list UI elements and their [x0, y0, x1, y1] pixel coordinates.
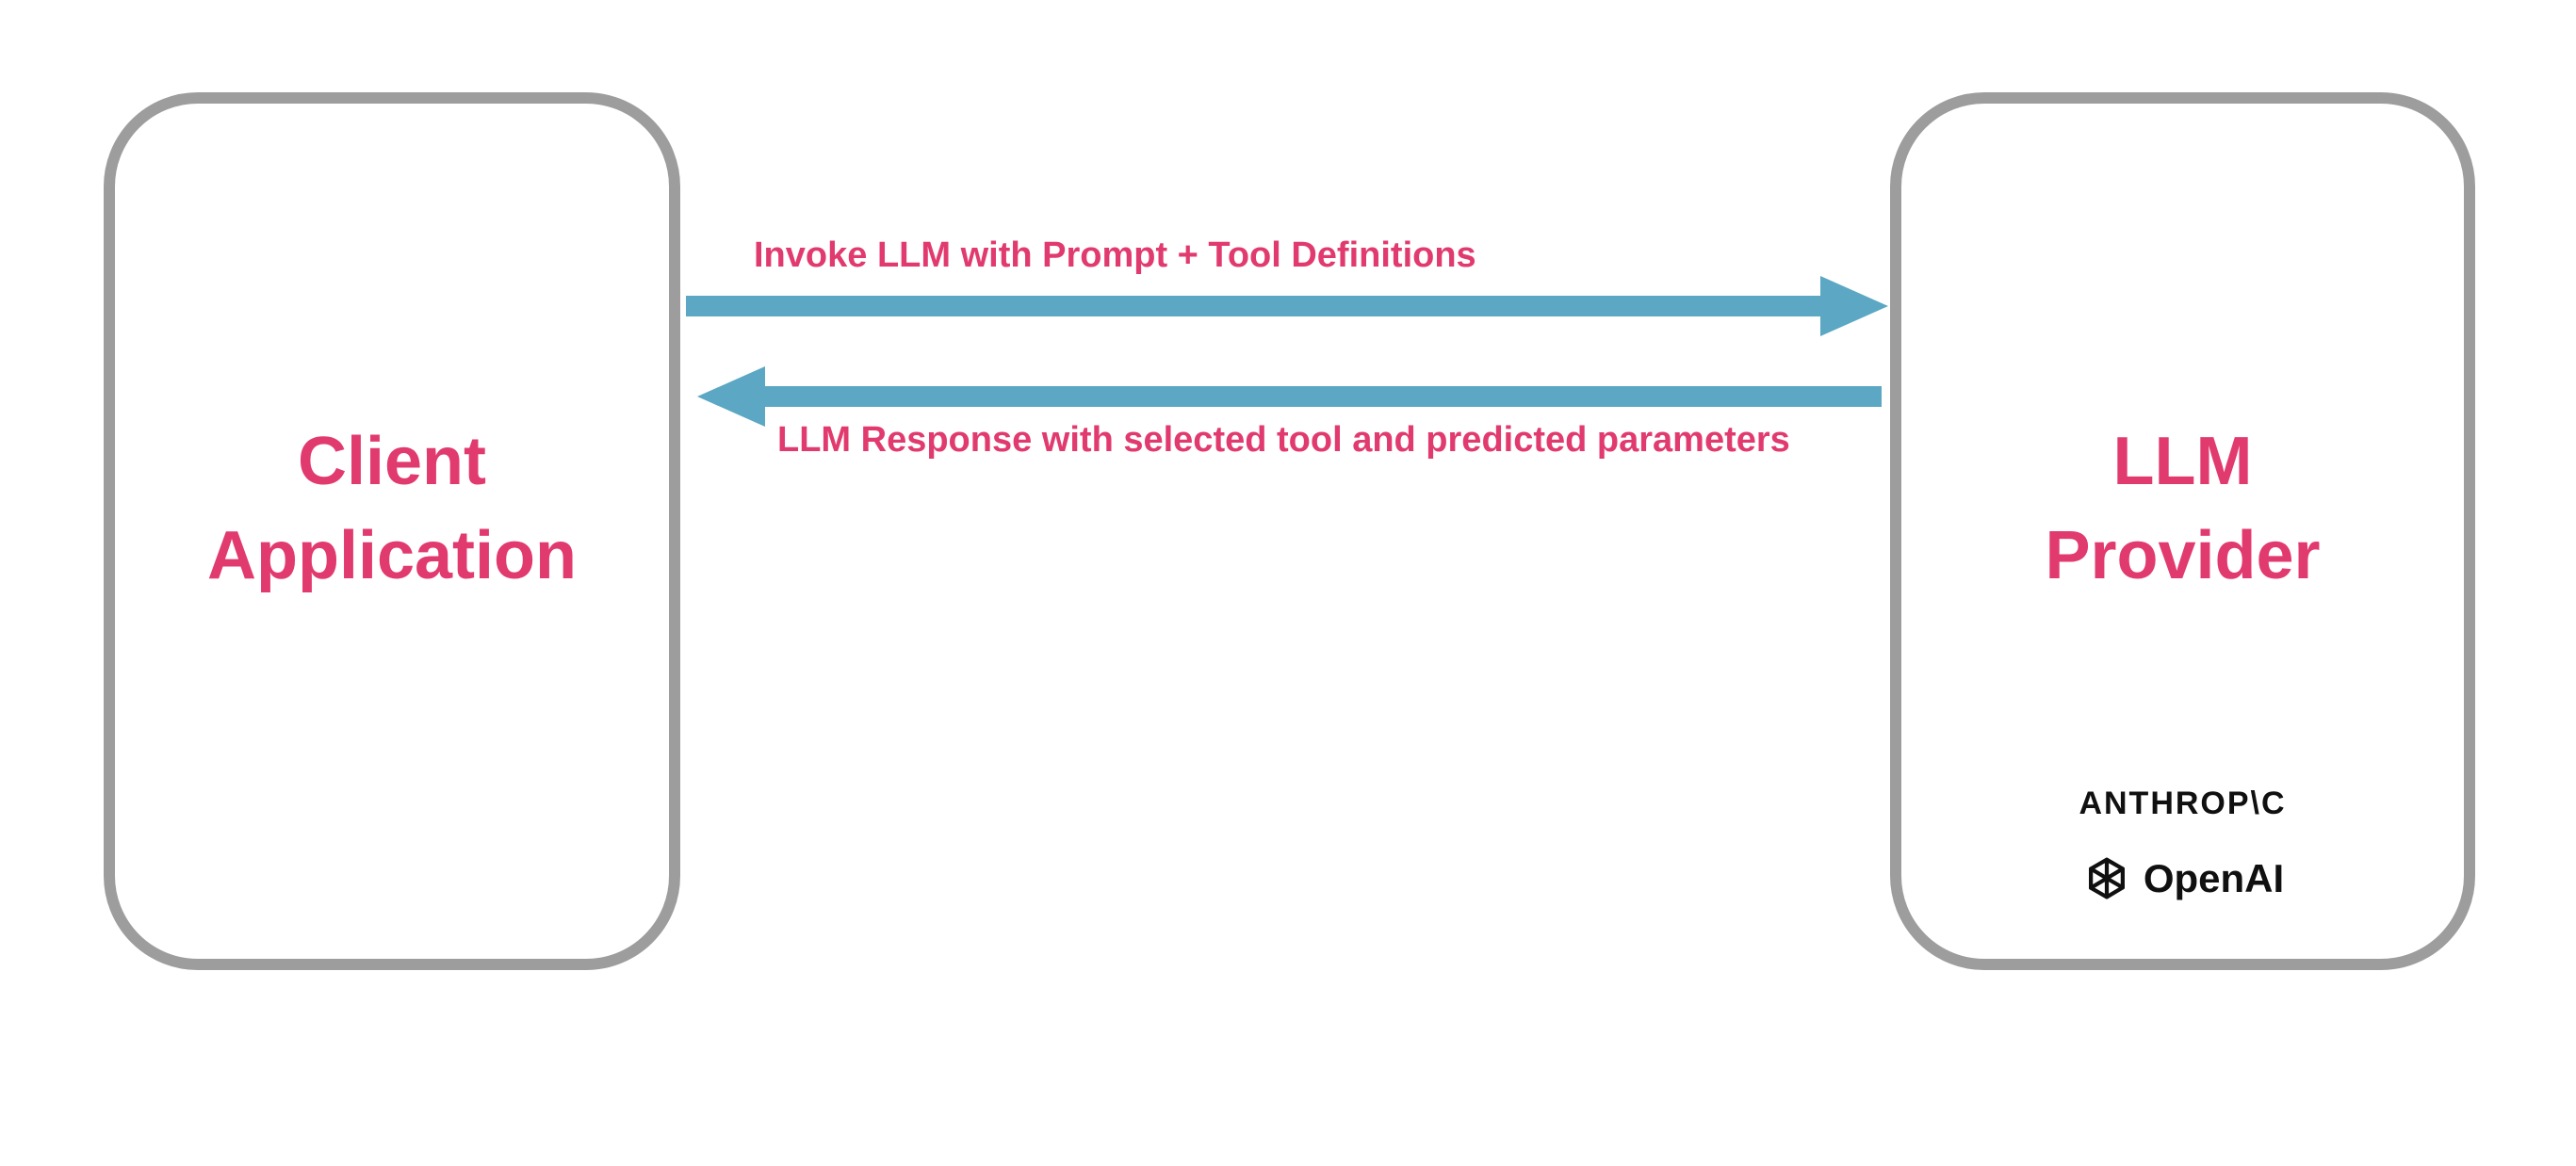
llm-provider-title-text: LLM Provider: [2045, 424, 2321, 593]
request-arrow-shaft: [686, 296, 1820, 316]
openai-knot-icon: [2081, 853, 2132, 904]
response-arrow-label: LLM Response with selected tool and pred…: [777, 420, 1790, 460]
llm-provider-box: LLM Provider ANTHROP\C OpenAI: [1890, 92, 2475, 970]
openai-wordmark: OpenAI: [2143, 856, 2285, 900]
request-arrowhead-icon: [1820, 276, 1888, 336]
client-application-box: Client Application: [104, 92, 680, 970]
response-arrowhead-icon: [697, 366, 765, 427]
response-arrow-shaft: [765, 386, 1882, 407]
request-arrow-label: Invoke LLM with Prompt + Tool Definition…: [754, 235, 1476, 275]
llm-provider-title: LLM Provider: [1901, 414, 2464, 603]
anthropic-logo: ANTHROP\C: [2079, 785, 2287, 821]
openai-logo: OpenAI: [1901, 853, 2464, 904]
client-application-title: Client Application: [115, 414, 669, 603]
client-application-title-text: Client Application: [207, 424, 577, 593]
